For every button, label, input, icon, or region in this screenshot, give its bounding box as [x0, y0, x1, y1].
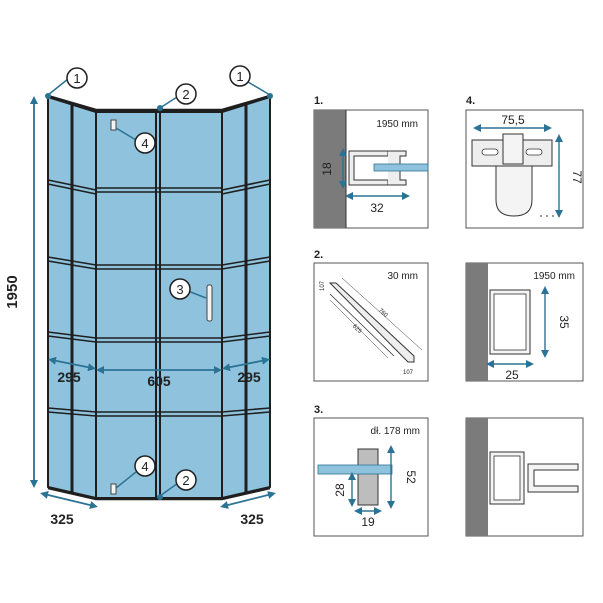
callout-4-top: 4 — [115, 127, 156, 154]
callout-2-bottom: 2 — [157, 469, 197, 500]
front-width-label: 605 — [147, 373, 171, 389]
svg-text:30 mm: 30 mm — [387, 271, 418, 282]
right-side-label: 295 — [237, 369, 261, 385]
door-handle — [206, 284, 213, 322]
bottom-hinge — [110, 483, 117, 495]
callout-4-bottom: 4 — [115, 455, 156, 489]
svg-text:1: 1 — [236, 69, 243, 84]
grid-horizontals — [47, 179, 271, 417]
svg-text:4: 4 — [141, 136, 148, 151]
svg-text:1950 mm: 1950 mm — [376, 119, 418, 130]
svg-text:1.: 1. — [314, 95, 323, 107]
svg-text:1: 1 — [73, 71, 80, 86]
svg-text:18: 18 — [320, 162, 334, 176]
right-depth-label: 325 — [240, 511, 264, 527]
svg-text:760: 760 — [377, 308, 389, 320]
svg-text:107: 107 — [320, 280, 326, 291]
left-side-label: 295 — [57, 369, 81, 385]
callout-1-left: 1 — [45, 67, 88, 99]
svg-text:28: 28 — [333, 483, 347, 497]
detail-4: 4. 75,5 77 — [465, 95, 584, 229]
grid-bars — [70, 104, 248, 498]
svg-text:32: 32 — [370, 201, 384, 215]
svg-text:1950 mm: 1950 mm — [533, 271, 575, 282]
detail-1: 1. 1950 mm 18 32 — [313, 95, 429, 229]
svg-text:625: 625 — [351, 324, 363, 336]
enclosure-front-view — [47, 94, 271, 501]
svg-text:35: 35 — [557, 315, 571, 329]
svg-text:25: 25 — [505, 368, 519, 382]
left-depth-dim-line — [40, 491, 98, 509]
svg-text:19: 19 — [361, 515, 375, 529]
callouts: 1 2 1 4 3 4 2 — [45, 65, 273, 500]
right-side-dim-line — [222, 356, 270, 372]
svg-text:77: 77 — [570, 170, 584, 184]
left-depth-label: 325 — [50, 511, 74, 527]
detail-3: 3. dł. 178 mm 28 52 19 — [313, 404, 429, 537]
detail-2: 2. 30 mm 107 760 625 107 — [313, 249, 429, 382]
svg-text:75,5: 75,5 — [501, 113, 525, 127]
callout-2-top: 2 — [157, 83, 197, 111]
main-dimensions — [30, 96, 276, 509]
svg-text:2: 2 — [182, 87, 189, 102]
callout-3-handle: 3 — [169, 278, 207, 300]
detail-6 — [465, 417, 584, 537]
height-label: 1950 — [4, 275, 21, 308]
svg-text:107: 107 — [403, 370, 414, 376]
left-side-dim-line — [48, 356, 96, 372]
top-hinge — [110, 119, 117, 131]
svg-text:3.: 3. — [314, 404, 323, 416]
detail-5: 1950 mm 35 25 — [465, 262, 584, 382]
svg-text:2.: 2. — [314, 249, 323, 261]
svg-text:3: 3 — [176, 282, 183, 297]
svg-text:52: 52 — [404, 470, 418, 484]
svg-text:2: 2 — [182, 473, 189, 488]
callout-1-right: 1 — [229, 65, 273, 99]
right-depth-dim-line — [220, 491, 276, 509]
svg-text:4.: 4. — [466, 95, 475, 107]
svg-text:4: 4 — [141, 459, 148, 474]
svg-text:dł. 178 mm: dł. 178 mm — [371, 426, 420, 437]
